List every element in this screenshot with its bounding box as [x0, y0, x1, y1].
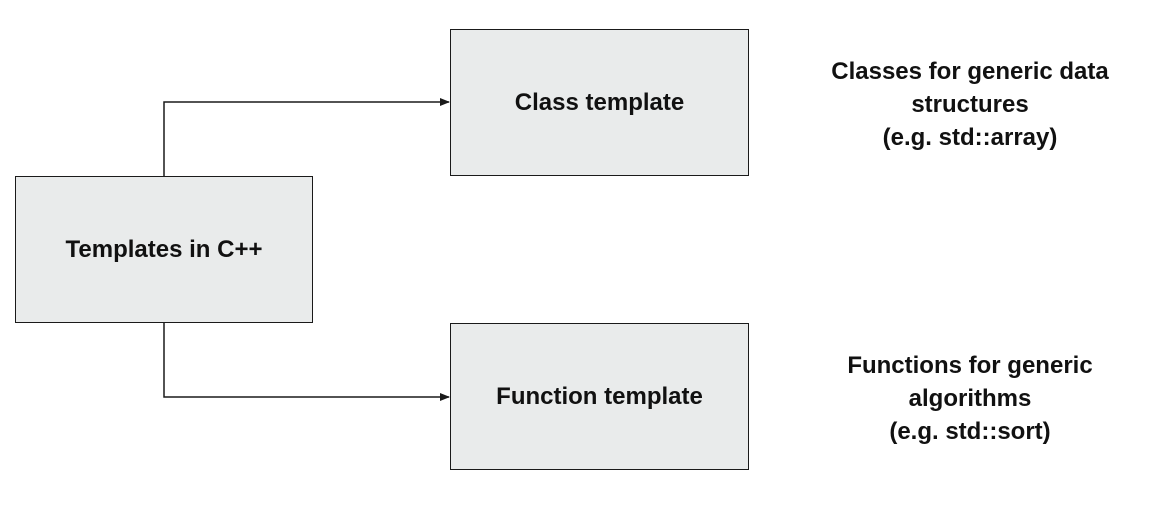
- description-class-template: Classes for generic data structures (e.g…: [790, 55, 1150, 154]
- description-line: Classes for generic data: [831, 58, 1109, 85]
- node-label: Templates in C++: [65, 235, 263, 263]
- node-function-template: Function template: [450, 323, 749, 470]
- edge-root-to-class-template: [163, 98, 450, 176]
- description-line: structures: [911, 91, 1029, 118]
- description-function-template: Functions for generic algorithms (e.g. s…: [790, 349, 1150, 448]
- description-line: (e.g. std::sort): [889, 418, 1051, 445]
- node-class-template: Class template: [450, 29, 749, 176]
- node-label: Class template: [514, 88, 685, 116]
- description-line: algorithms: [908, 385, 1032, 412]
- node-templates-in-cpp: Templates in C++: [15, 176, 313, 323]
- edge-root-to-function-template: [163, 323, 450, 401]
- description-line: Functions for generic: [847, 352, 1093, 379]
- node-label: Function template: [496, 382, 703, 410]
- description-line: (e.g. std::array): [882, 124, 1058, 151]
